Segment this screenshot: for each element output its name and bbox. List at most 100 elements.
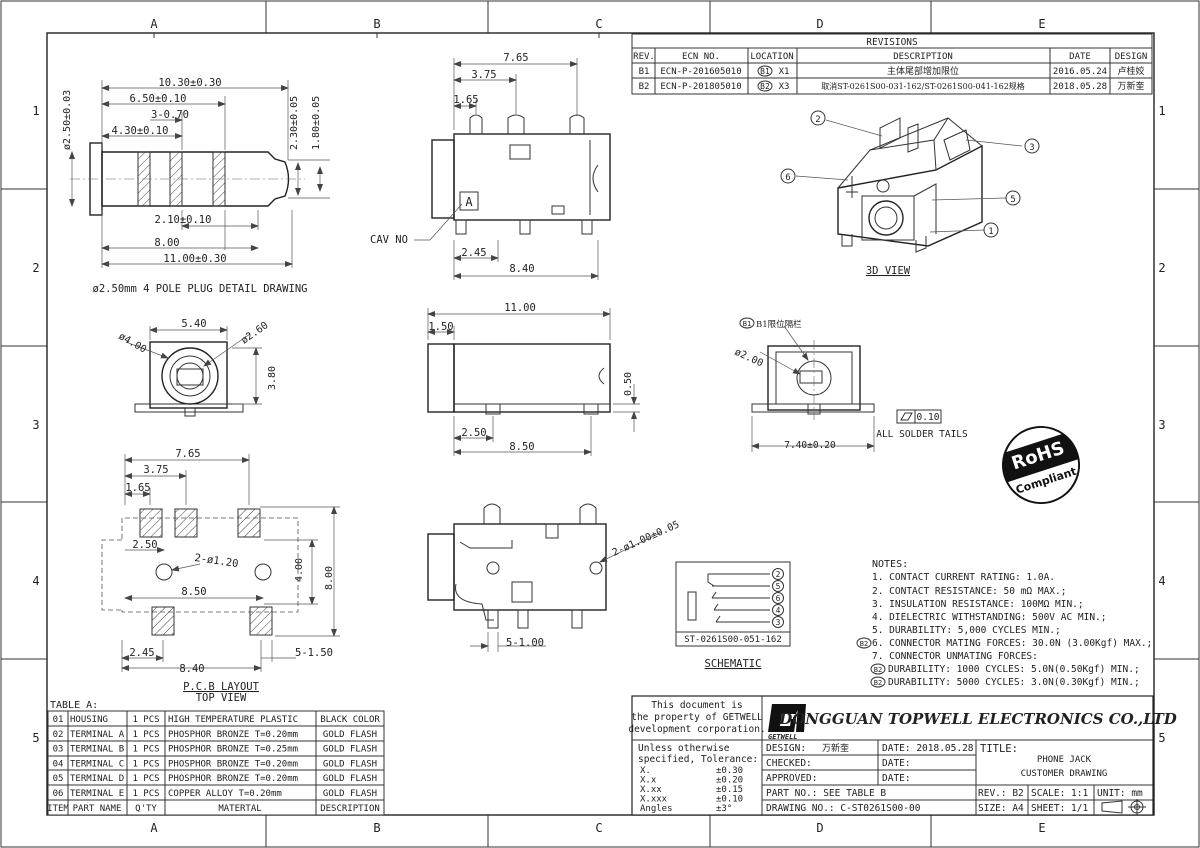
rohs-badge: RoHS Compliant — [1002, 426, 1080, 504]
callout-3: 3 — [1029, 143, 1034, 153]
rev-row2-location-marker — [757, 80, 773, 92]
company-name: DONGGUAN TOPWELL ELECTRONICS CO.,LTD — [778, 710, 1177, 728]
title-line-2: CUSTOMER DRAWING — [1021, 769, 1108, 779]
side-top-dim-7-65: 7.65 — [503, 52, 528, 64]
tolerance-title-1: Unless otherwise — [638, 743, 730, 754]
revisions-title: REVISIONS — [866, 37, 918, 48]
note-7: 7. CONNECTOR UNMATING FORCES: — [872, 651, 1038, 662]
plug-dim-dia-2-50: ø2.50±0.03 — [62, 90, 73, 150]
property-line-1: This document is — [651, 700, 743, 711]
col-label-b-bottom: B — [373, 821, 380, 835]
pcb-layout: 7.65 3.75 1.65 2.50 2-ø1.20 8.50 4.00 8.… — [101, 448, 340, 704]
end-view-note: B1限位隔栏 — [756, 319, 802, 330]
rev-header-location: LOCATION — [750, 52, 793, 62]
row-label-4-left: 4 — [32, 574, 39, 588]
side-top-dim-3-75: 3.75 — [471, 69, 496, 81]
rev-row2-location-mark: B2 — [760, 82, 770, 91]
tolerance-key: X. — [640, 766, 651, 776]
plug-dim-2-10: 2.10±0.10 — [155, 214, 212, 226]
side-top-dim-1-65: 1.65 — [453, 94, 478, 106]
pcb-dim-5-1-50: 5-1.50 — [295, 647, 333, 659]
notes: NOTES: 1. CONTACT CURRENT RATING: 1.0A. … — [856, 559, 1152, 688]
rev-row1-design: 卢桂姣 — [1117, 65, 1144, 77]
pcb-dim-3-75: 3.75 — [143, 464, 168, 476]
side-mid-dim-8-50: 8.50 — [509, 441, 534, 453]
rev-row1-rev: B1 — [639, 67, 650, 77]
plug-dim-8-00: 8.00 — [154, 237, 179, 249]
row-label-3-left: 3 — [32, 418, 39, 432]
note-2: 2. CONTACT RESISTANCE: 50 mΩ MAX.; — [872, 586, 1066, 597]
tolerance-value: ±0.30 — [716, 766, 743, 776]
table-a-cell-qty: 1 PCS — [132, 730, 159, 740]
table-a-cell-item: 01 — [53, 715, 64, 725]
side-mid-dim-2-50: 2.50 — [461, 427, 486, 439]
tolerance-value: ±0.15 — [716, 785, 743, 795]
col-label-c-top: C — [595, 17, 602, 31]
part-number: PART NO.: SEE TABLE B — [766, 788, 886, 799]
table-a-cell-description: GOLD FLASH — [323, 730, 377, 740]
table-a-cell-qty: 1 PCS — [132, 789, 159, 799]
note-6: 6. CONNECTOR MATING FORCES: 30.0N (3.00K… — [872, 638, 1152, 649]
table-a-cell-part: TERMINAL E — [70, 789, 124, 799]
tolerance-key: X.xxx — [640, 795, 668, 805]
property-line-2: the property of GETWELL — [631, 712, 763, 723]
row-label-4-right: 4 — [1158, 574, 1165, 588]
table-a-cell-qty: 1 PCS — [132, 774, 159, 784]
pcb-caption-layout: P.C.B LAYOUT — [183, 681, 260, 693]
front-dim-3-80: 3.80 — [267, 366, 278, 390]
rev-row2-date: 2018.05.28 — [1053, 82, 1107, 92]
schematic-part-number: ST-0261S00-051-162 — [684, 635, 782, 645]
pcb-dim-2-50: 2.50 — [132, 539, 157, 551]
col-label-a-bottom: A — [150, 821, 158, 835]
note-7b-marker — [870, 676, 886, 688]
table-a-cell-description: GOLD FLASH — [323, 774, 377, 784]
rev-header-ecn: ECN NO. — [682, 52, 720, 62]
jack-side-view-top: A 7.65 3.75 1.65 2.45 8.40 CAV NO — [370, 52, 611, 280]
plug-dim-1-80: 1.80±0.05 — [311, 96, 322, 150]
drawing-number: DRAWING NO.: C-ST0261S00-00 — [766, 803, 921, 814]
pcb-dim-2-45: 2.45 — [129, 647, 154, 659]
callout-5: 5 — [1010, 195, 1015, 205]
tolerance-value: ±3° — [716, 804, 732, 814]
table-a-cell-item: 04 — [53, 759, 64, 769]
row-label-2-right: 2 — [1158, 261, 1165, 275]
rev-header-rev: REV. — [633, 52, 655, 62]
pcb-dim-8-50: 8.50 — [181, 586, 206, 598]
note-6-mark: B2 — [860, 640, 868, 648]
col-label-c-bottom: C — [595, 821, 602, 835]
col-label-d-bottom: D — [816, 821, 823, 835]
cav-glyph: A — [465, 195, 473, 209]
revisions-table: REVISIONS REV. ECN NO. LOCATION DESCRIPT… — [631, 33, 1153, 95]
plug-dim-11-00: 11.00±0.30 — [163, 253, 226, 265]
note-7a-marker — [870, 663, 886, 675]
end-view-b1-mark: B1 — [743, 320, 751, 328]
rev-row1-location-marker — [757, 65, 773, 77]
schematic-label: SCHEMATIC — [705, 658, 762, 670]
title-block: This document is the property of GETWELL… — [628, 695, 1177, 816]
table-a-title: TABLE A: — [50, 700, 98, 711]
table-a-cell-material: HIGH TEMPERATURE PLASTIC — [168, 715, 298, 725]
table-a-cell-item: 05 — [53, 774, 64, 784]
row-label-1-left: 1 — [32, 104, 39, 118]
approved-label: APPROVED: — [766, 773, 817, 784]
front-dim-5-40: 5.40 — [181, 318, 206, 330]
note-7a: DURABILITY: 1000 CYCLES: 5.0N(0.50Kgf) M… — [888, 664, 1140, 675]
table-a-cell-part: TERMINAL C — [70, 759, 124, 769]
table-a-header-item: ITEM — [47, 804, 69, 814]
table-a-cell-material: PHOSPHOR BRONZE T=0.25mm — [168, 745, 298, 755]
note-3: 3. INSULATION RESISTANCE: 100MΩ MIN.; — [872, 599, 1084, 610]
solder-flatness-value: 0.10 — [917, 412, 940, 423]
pcb-dim-4-00: 4.00 — [294, 558, 305, 582]
scale-value: SCALE: 1:1 — [1031, 788, 1088, 799]
solder-flatness: 0.10 ALL SOLDER TAILS — [876, 409, 968, 440]
note-6-marker — [856, 637, 872, 649]
schematic: 2 5 6 4 3 ST-0261S00-051-162 SCHEMATIC — [675, 561, 791, 670]
tolerance-key: Angles — [640, 804, 673, 814]
note-4: 4. DIELECTRIC WITHSTANDING: 500V AC MIN.… — [872, 612, 1107, 623]
tolerance-key: X.x — [640, 776, 657, 786]
end-view-b1-marker — [739, 317, 755, 329]
table-a-cell-part: TERMINAL A — [70, 730, 125, 740]
note-7b-mark: B2 — [874, 679, 882, 687]
